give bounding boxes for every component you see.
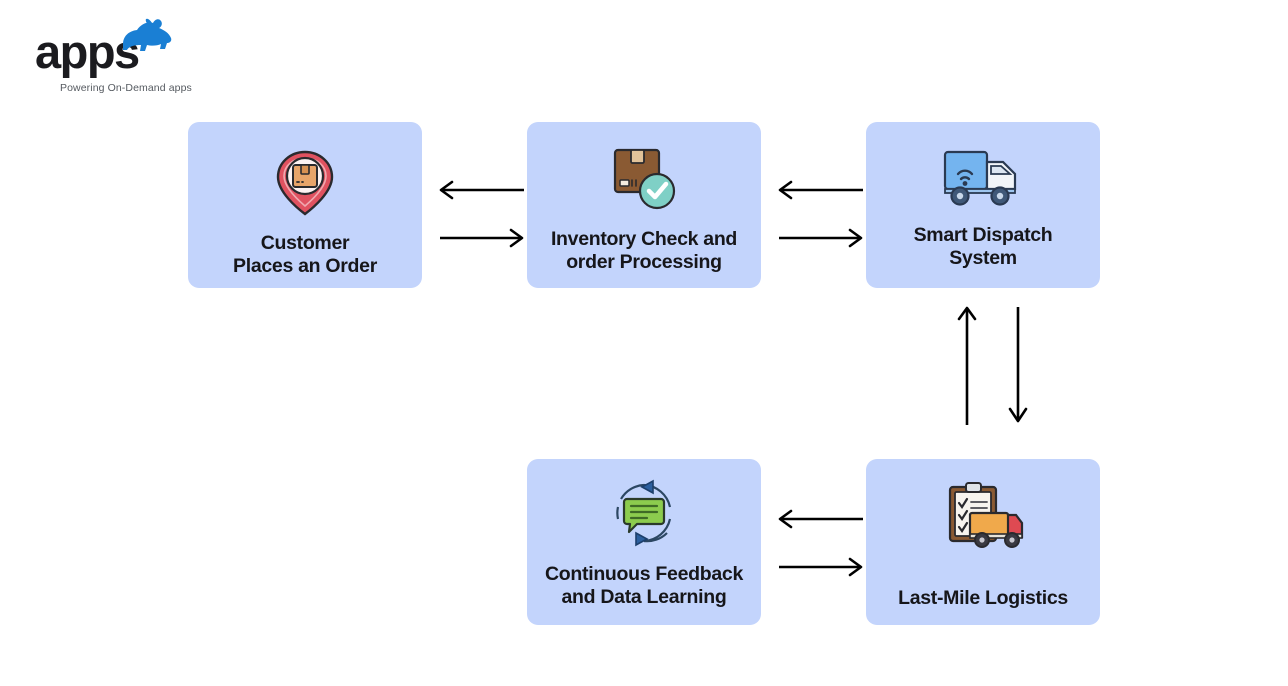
package-check-icon	[607, 144, 681, 214]
flow-node-label: Inventory Check and order Processing	[550, 228, 738, 274]
logo-mark: apps	[32, 18, 252, 80]
logo-tagline: Powering On-Demand apps	[60, 82, 192, 94]
flow-node-label: Customer Places an Order	[233, 232, 377, 278]
connector-dispatch-lastmile	[955, 303, 1035, 436]
flow-node-label: Smart Dispatch System	[913, 224, 1053, 270]
flow-node-dispatch[interactable]: Smart Dispatch System	[866, 122, 1100, 288]
feedback-loop-chat-icon	[609, 479, 679, 547]
flow-node-label: Continuous Feedback and Data Learning	[545, 563, 743, 609]
flow-node-lastmile[interactable]: Last-Mile Logistics	[866, 459, 1100, 625]
connector-inventory-dispatch	[775, 176, 867, 257]
flow-node-feedback[interactable]: Continuous Feedback and Data Learning	[527, 459, 761, 625]
flow-node-inventory[interactable]: Inventory Check and order Processing	[527, 122, 761, 288]
rhino-icon	[117, 18, 173, 63]
map-pin-package-icon	[267, 144, 343, 220]
logo-wordmark: apps	[35, 25, 140, 78]
brand-logo: apps Powering On-Demand apps	[32, 18, 252, 94]
smart-truck-wifi-icon	[941, 144, 1025, 210]
connector-customer-inventory	[436, 176, 528, 257]
flow-node-customer[interactable]: Customer Places an Order	[188, 122, 422, 288]
connector-lastmile-feedback	[775, 505, 867, 586]
flow-node-label: Last-Mile Logistics	[898, 587, 1068, 609]
clipboard-truck-icon	[940, 481, 1026, 551]
